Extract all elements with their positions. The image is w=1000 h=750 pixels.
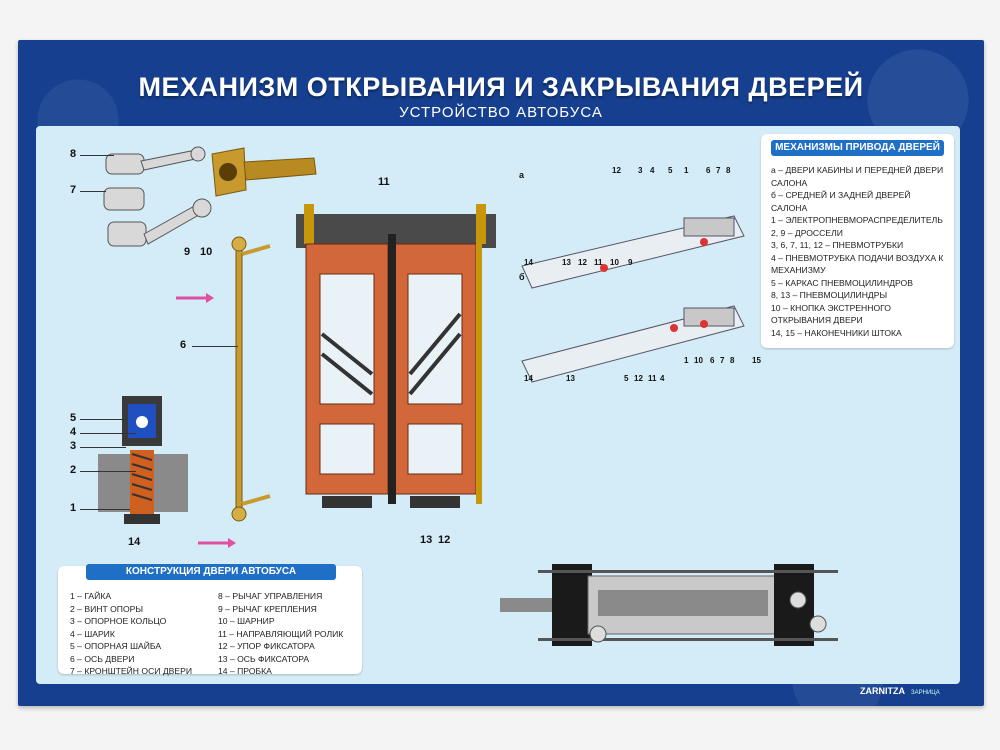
list-item: 14, 15 – НАКОНЕЧНИКИ ШТОКА <box>771 327 902 338</box>
brand-small-text: ЗАРНИЦА <box>911 690 940 696</box>
label-5: 5 <box>70 412 77 424</box>
label-mech-bottom-bottom: 12 <box>634 374 643 383</box>
list-item: а – ДВЕРИ КАБИНЫ И ПЕРЕДНЕЙ ДВЕРИ САЛОНА <box>771 165 944 188</box>
door-construction-card: КОНСТРУКЦИЯ ДВЕРИ АВТОБУСА 1 – ГАЙКА 2 –… <box>58 564 362 676</box>
label-2: 2 <box>70 464 77 476</box>
label-mech-top: 1 <box>684 166 689 175</box>
label-9: 9 <box>184 246 191 258</box>
lever-parts-illustration <box>103 146 212 247</box>
label-mech-bottom: 15 <box>752 356 761 365</box>
door-construction-heading: КОНСТРУКЦИЯ ДВЕРИ АВТОБУСА <box>86 564 336 580</box>
list-item: 6 – ОСЬ ДВЕРИ <box>70 653 135 664</box>
label-mech-bottom-bottom: 4 <box>660 374 665 383</box>
pneumatic-mechanism-illustration <box>521 215 745 383</box>
poster-board: МЕХАНИЗМ ОТКРЫВАНИЯ И ЗАКРЫВАНИЯ ДВЕРЕЙ … <box>18 40 984 706</box>
label-mech-bottom-bottom: 11 <box>648 374 657 383</box>
label-mech-top: 8 <box>726 166 731 175</box>
label-mech-bottom: 10 <box>694 356 703 365</box>
label-14: 14 <box>128 536 141 548</box>
label-1: 1 <box>70 502 77 514</box>
label-mech-top: 4 <box>650 166 655 175</box>
label-mech-top: 3 <box>638 166 643 175</box>
label-mech-top-bottom: 13 <box>562 258 571 267</box>
label-mech-top: 5 <box>668 166 673 175</box>
leader-line <box>80 419 126 420</box>
label-8: 8 <box>70 148 77 160</box>
arrow-icon <box>176 293 214 303</box>
label-10: 10 <box>200 246 213 258</box>
label-mech-top-bottom: 10 <box>610 258 619 267</box>
label-3: 3 <box>70 440 77 452</box>
poster-title: МЕХАНИЗМ ОТКРЫВАНИЯ И ЗАКРЫВАНИЯ ДВЕРЕЙ <box>138 72 864 102</box>
list-item: 9 – РЫЧАГ КРЕПЛЕНИЯ <box>218 603 317 614</box>
list-item: 4 – ШАРИК <box>70 628 115 639</box>
list-item: 5 – КАРКАС ПНЕВМОЦИЛИНДРОВ <box>771 277 913 288</box>
leader-line <box>80 471 136 472</box>
list-item: 8 – РЫЧАГ УПРАВЛЕНИЯ <box>218 591 323 601</box>
list-item: 13 – ОСЬ ФИКСАТОРА <box>218 653 310 664</box>
label-mech-bottom: 8 <box>730 356 735 365</box>
list-item: 2 – ВИНТ ОПОРЫ <box>70 603 143 614</box>
leader-line <box>80 509 130 510</box>
label-mech-bottom: 1 <box>684 356 689 365</box>
pneumatic-cylinder-illustration <box>500 564 838 646</box>
construction-list-col2: 8 – РЫЧАГ УПРАВЛЕНИЯ 9 – РЫЧАГ КРЕПЛЕНИЯ… <box>218 590 360 678</box>
label-mech-top-bottom: 12 <box>578 258 587 267</box>
list-item: б – СРЕДНЕЙ И ЗАДНЕЙ ДВЕРЕЙ САЛОНА <box>771 190 911 213</box>
list-item: 1 – ЭЛЕКТРОПНЕВМОРАСПРЕДЕЛИТЕЛЬ <box>771 215 943 225</box>
label-variant-a: а <box>519 170 525 180</box>
label-7: 7 <box>70 184 77 196</box>
list-item: 12 – УПОР ФИКСАТОРА <box>218 641 315 651</box>
list-item: 10 – ШАРНИР <box>218 616 275 626</box>
leader-line <box>80 191 106 192</box>
label-mech-bottom: 7 <box>720 356 725 365</box>
list-item: 3 – ОПОРНОЕ КОЛЬЦО <box>70 616 167 626</box>
brass-bracket-illustration <box>211 147 317 197</box>
label-mech-bottom-bottom: 5 <box>624 374 629 383</box>
label-mech-bottom-bottom: 14 <box>524 374 533 383</box>
label-mech-top: 7 <box>716 166 721 175</box>
list-item: 5 – ОПОРНАЯ ШАЙБА <box>70 641 162 651</box>
leader-line <box>80 433 136 434</box>
door-axis-illustration <box>231 236 271 522</box>
drive-mechanisms-list: а – ДВЕРИ КАБИНЫ И ПЕРЕДНЕЙ ДВЕРИ САЛОНА… <box>771 164 949 339</box>
label-mech-top: 6 <box>706 166 711 175</box>
label-4: 4 <box>70 426 77 438</box>
label-12: 12 <box>438 534 451 546</box>
label-11: 11 <box>378 176 390 188</box>
arrow-icon <box>198 538 236 548</box>
list-item: 1 – ГАЙКА <box>70 591 112 601</box>
brand-name: ZARNITZA <box>860 686 905 696</box>
label-mech-top-bottom: 11 <box>594 258 603 267</box>
label-variant-b: б <box>519 272 525 282</box>
label-mech-bottom: 6 <box>710 356 715 365</box>
drive-mechanisms-card: МЕХАНИЗМЫ ПРИВОДА ДВЕРЕЙ а – ДВЕРИ КАБИН… <box>761 134 954 348</box>
list-item: 14 – ПРОБКА <box>218 666 272 676</box>
poster-subtitle: УСТРОЙСТВО АВТОБУСА <box>399 104 603 121</box>
brand-logo: ZARNITZA ЗАРНИЦА <box>860 686 940 696</box>
label-13: 13 <box>420 534 433 546</box>
label-mech-top: 12 <box>612 166 621 175</box>
list-item: 3, 6, 7, 11, 12 – ПНЕВМОТРУБКИ <box>771 240 904 250</box>
label-mech-bottom-bottom: 13 <box>566 374 575 383</box>
bus-door-illustration <box>296 204 496 508</box>
content-panel: 8 7 9 10 6 11 5 4 3 2 1 14 13 12 а б 12 … <box>36 126 960 684</box>
list-item: 2, 9 – ДРОССЕЛИ <box>771 227 843 238</box>
construction-list-col1: 1 – ГАЙКА 2 – ВИНТ ОПОРЫ 3 – ОПОРНОЕ КОЛ… <box>70 590 215 678</box>
list-item: 11 – НАПРАВЛЯЮЩИЙ РОЛИК <box>218 628 344 639</box>
leader-line <box>80 155 114 156</box>
leader-line <box>80 447 126 448</box>
list-item: 10 – КНОПКА ЭКСТРЕННОГО ОТКРЫВАНИЯ ДВЕРИ <box>771 302 891 326</box>
list-item: 8, 13 – ПНЕВМОЦИЛИНДРЫ <box>771 290 888 300</box>
label-mech-top-bottom: 14 <box>524 258 533 267</box>
list-item: 4 – ПНЕВМОТРУБКА ПОДАЧИ ВОЗДУХА К МЕХАНИ… <box>771 252 944 276</box>
pivot-cross-section-illustration <box>98 396 188 524</box>
label-6: 6 <box>180 339 187 351</box>
leader-line <box>192 346 238 347</box>
list-item: 7 – КРОНШТЕЙН ОСИ ДВЕРИ <box>70 666 193 676</box>
label-mech-top-bottom: 9 <box>628 258 633 267</box>
drive-mechanisms-heading: МЕХАНИЗМЫ ПРИВОДА ДВЕРЕЙ <box>771 140 944 156</box>
